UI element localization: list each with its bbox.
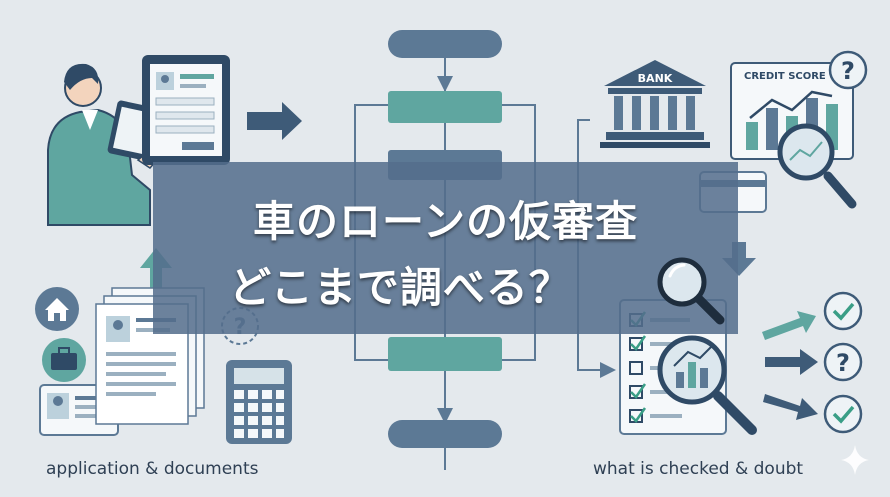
magnifier-icon — [657, 335, 757, 435]
briefcase-icon — [42, 338, 86, 382]
calculator-icon — [226, 360, 292, 444]
question-circle-icon: ? — [828, 50, 868, 90]
title-banner: 車のローンの仮審査 どこまで調べる？ — [153, 162, 738, 334]
title-line-2: どこまで調べる？ — [229, 263, 572, 312]
credit-score-label: CREDIT SCORE — [744, 71, 826, 82]
title-line-1: 車のローンの仮審査 — [253, 197, 638, 246]
arrow-down-icon — [722, 242, 756, 276]
flow-step-1 — [388, 91, 502, 123]
check-circle-icon — [823, 291, 863, 331]
bank-icon: BANK — [600, 60, 710, 148]
result-arrows — [762, 311, 818, 420]
check-circle-icon — [823, 394, 863, 434]
question-circle-icon: ? — [823, 342, 863, 382]
home-icon — [35, 287, 79, 331]
bank-label: BANK — [638, 72, 673, 85]
caption-checked-doubt: what is checked & doubt — [593, 459, 804, 479]
magnifier-icon — [777, 123, 857, 209]
question-mark-right: ? — [836, 349, 850, 377]
caption-application-documents: application & documents — [46, 459, 259, 479]
flow-terminal-bottom — [388, 420, 502, 448]
question-mark-top-right: ? — [841, 57, 855, 85]
magnifier-icon — [657, 257, 725, 325]
sparkle-icon — [841, 445, 869, 475]
flow-step-3 — [388, 337, 502, 371]
arrow-right-icon — [247, 102, 302, 140]
tablet-form-icon — [142, 55, 230, 165]
flow-terminal-top — [388, 30, 502, 58]
